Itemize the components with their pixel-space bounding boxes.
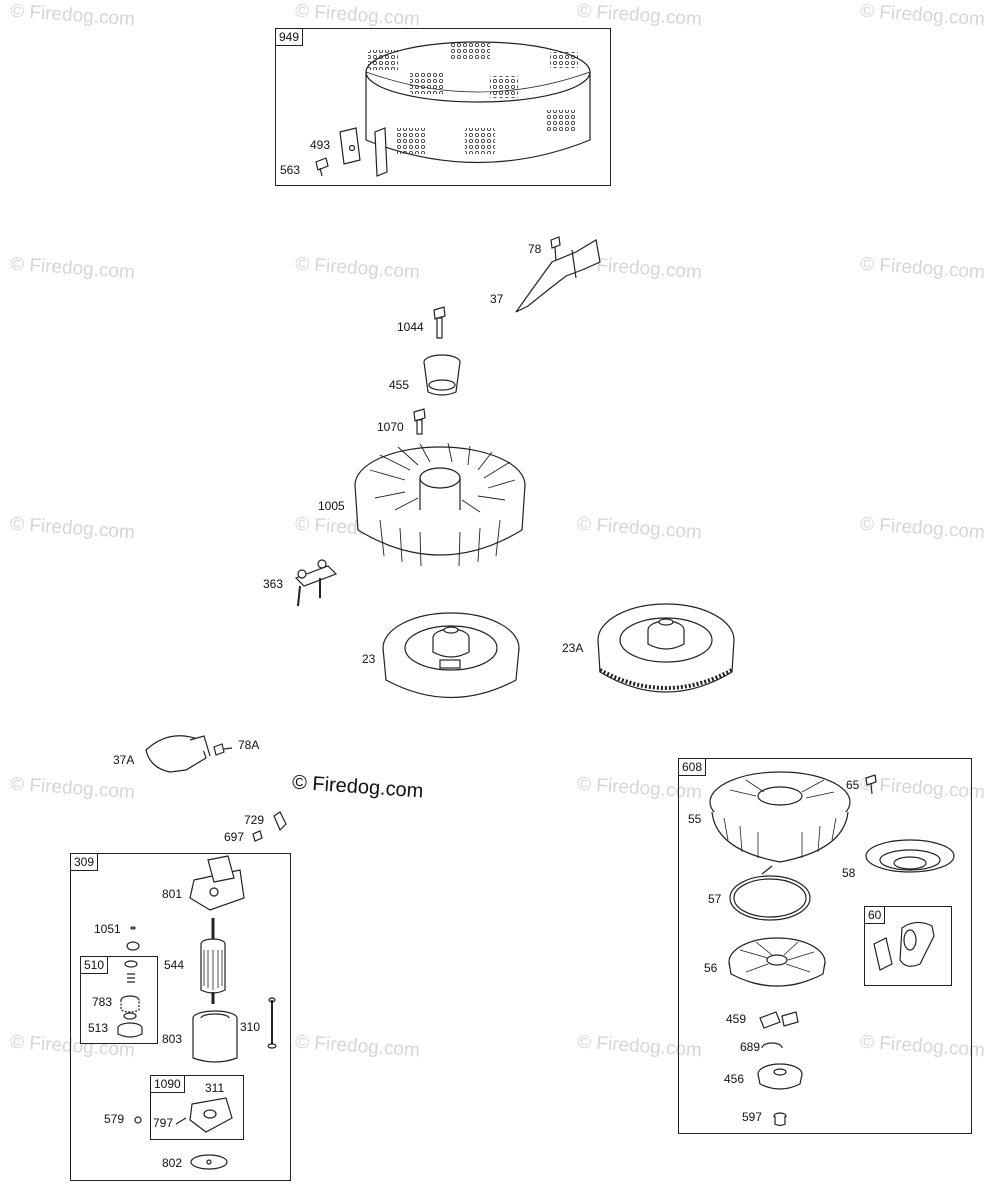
housing-803-icon bbox=[192, 1010, 238, 1063]
part-label-803: 803 bbox=[162, 1032, 183, 1046]
group-box-309 bbox=[70, 853, 291, 1181]
part-label-689: 689 bbox=[740, 1040, 761, 1054]
pawl-459-icon bbox=[759, 1011, 799, 1029]
screw-78-icon bbox=[550, 236, 561, 263]
group-tag-949: 949 bbox=[275, 28, 304, 46]
part-label-783: 783 bbox=[92, 995, 113, 1009]
part-label-65: 65 bbox=[846, 778, 860, 792]
part-label-697: 697 bbox=[224, 830, 245, 844]
part-label-23: 23 bbox=[362, 652, 376, 666]
flywheel-23a-icon bbox=[597, 603, 735, 693]
part-label-597: 597 bbox=[742, 1110, 763, 1124]
air-baffle-37-icon bbox=[515, 239, 601, 313]
cup-456-icon bbox=[757, 1063, 803, 1090]
screw-697-icon bbox=[252, 830, 263, 842]
baffle-37a-icon bbox=[145, 735, 211, 773]
end-plate-802-icon bbox=[190, 1154, 228, 1170]
flywheel-23-icon bbox=[382, 612, 520, 699]
screw-78a-icon bbox=[213, 743, 233, 756]
part-label-563: 563 bbox=[280, 163, 301, 177]
group-tag-510: 510 bbox=[80, 956, 109, 974]
air-cleaner-cover-icon bbox=[365, 41, 591, 164]
part-label-1005: 1005 bbox=[318, 499, 345, 513]
bolt-1044-icon bbox=[433, 306, 446, 339]
pinion-gear-783-icon bbox=[120, 995, 140, 1013]
part-label-310: 310 bbox=[240, 1020, 261, 1034]
part-label-544: 544 bbox=[164, 958, 185, 972]
group-tag-309: 309 bbox=[70, 853, 99, 871]
drive-513-icon bbox=[117, 1012, 143, 1038]
part-label-37a: 37A bbox=[113, 753, 135, 767]
screw-597-icon bbox=[773, 1112, 787, 1127]
part-label-579: 579 bbox=[104, 1112, 125, 1126]
spring-part-icon bbox=[124, 960, 138, 983]
brush-plate-797-icon bbox=[175, 1097, 233, 1133]
part-label-57: 57 bbox=[708, 892, 722, 906]
part-label-23a: 23A bbox=[562, 641, 584, 655]
part-label-455: 455 bbox=[389, 378, 410, 392]
rope-57-icon bbox=[729, 865, 811, 921]
part-label-55: 55 bbox=[688, 812, 702, 826]
part-label-729: 729 bbox=[244, 813, 265, 827]
group-tag-1090: 1090 bbox=[150, 1075, 185, 1093]
bracket-363-icon bbox=[294, 559, 338, 607]
retainer-689-icon bbox=[761, 1042, 783, 1049]
group-box-1090 bbox=[150, 1075, 244, 1140]
part-label-513: 513 bbox=[88, 1021, 109, 1035]
group-tag-608: 608 bbox=[678, 758, 707, 776]
part-label-1044: 1044 bbox=[397, 320, 424, 334]
part-label-311: 311 bbox=[205, 1081, 225, 1095]
part-label-459: 459 bbox=[726, 1012, 747, 1026]
group-box-608 bbox=[678, 758, 972, 1134]
group-box-510 bbox=[80, 956, 158, 1044]
part-label-78a: 78A bbox=[238, 738, 260, 752]
part-label-493: 493 bbox=[310, 138, 331, 152]
armature-544-icon bbox=[200, 918, 226, 1004]
group-box-60 bbox=[864, 906, 952, 986]
clip-729-icon bbox=[273, 811, 287, 832]
nut-579-icon bbox=[134, 1116, 142, 1124]
part-label-78: 78 bbox=[528, 242, 542, 256]
starter-housing-55-icon bbox=[709, 771, 851, 863]
part-label-56: 56 bbox=[704, 961, 718, 975]
part-label-58: 58 bbox=[842, 866, 856, 880]
flywheel-fan-1005-icon bbox=[354, 442, 526, 567]
group-box-949 bbox=[275, 28, 611, 186]
washer-1051-icon bbox=[126, 926, 140, 951]
bracket-493-icon bbox=[339, 127, 388, 177]
part-label-1070: 1070 bbox=[377, 420, 404, 434]
screw-65-icon bbox=[865, 774, 877, 795]
screw-1070-icon bbox=[413, 408, 426, 435]
screen-cup-455-icon bbox=[423, 354, 461, 396]
part-label-797: 797 bbox=[153, 1116, 174, 1130]
part-label-456: 456 bbox=[724, 1072, 745, 1086]
through-bolt-310-icon bbox=[267, 997, 277, 1049]
part-label-802: 802 bbox=[162, 1156, 183, 1170]
screw-563-icon bbox=[315, 157, 329, 177]
part-label-1051: 1051 bbox=[94, 922, 121, 936]
part-label-801: 801 bbox=[162, 887, 183, 901]
end-cap-801-icon bbox=[189, 855, 245, 911]
handle-60-icon bbox=[873, 921, 935, 971]
pulley-56-icon bbox=[728, 937, 826, 987]
spring-58-icon bbox=[865, 839, 955, 873]
part-label-363: 363 bbox=[263, 577, 284, 591]
part-label-37: 37 bbox=[490, 292, 504, 306]
group-tag-60: 60 bbox=[864, 906, 886, 924]
